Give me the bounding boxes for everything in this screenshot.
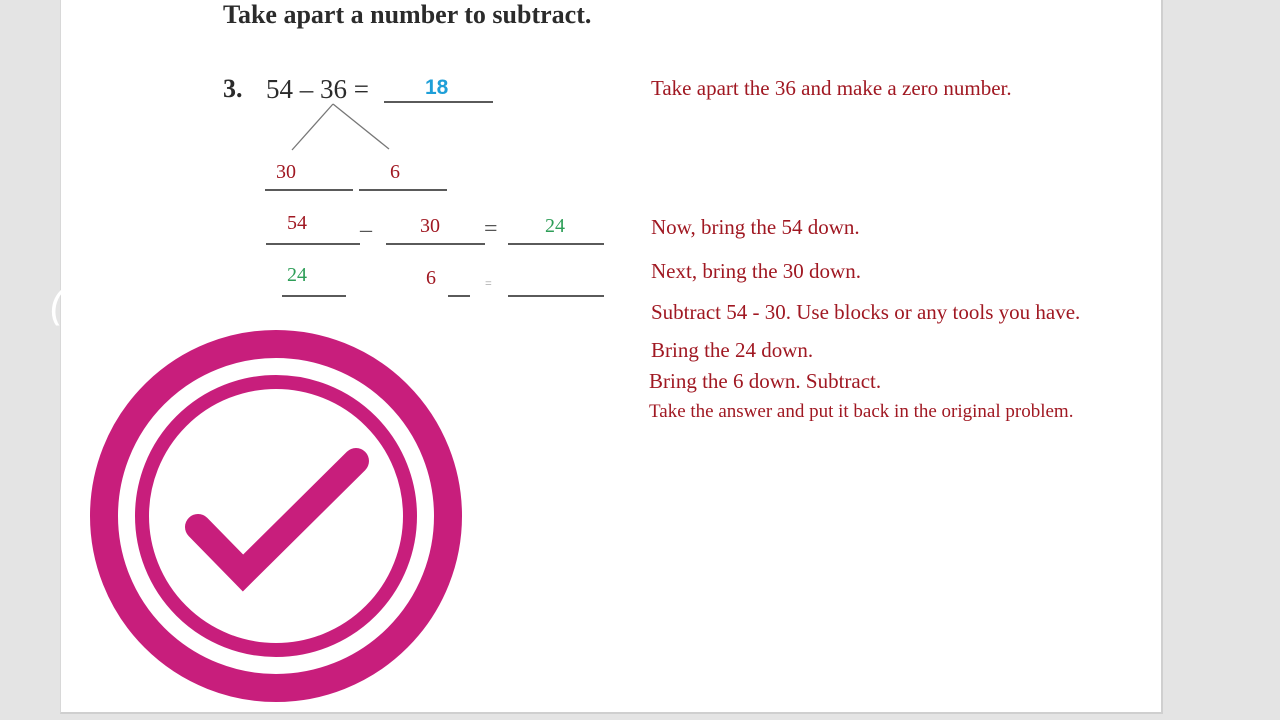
row2-minuend: 24 [287,264,307,286]
worksheet-title: Take apart a number to subtract. [223,0,592,29]
answer-line [384,101,493,103]
row1-minuend: 54 [287,212,307,234]
row2-result-line [508,295,604,297]
row1-minus: – [360,217,372,243]
instruction-4: Subtract 54 - 30. Use blocks or any tool… [651,300,1081,324]
check-circle-icon [90,330,462,702]
decompose-left-line [265,189,353,191]
problem-number: 3. [223,74,243,103]
decompose-right-line [359,189,447,191]
row1-minuend-line [266,243,360,245]
row2-equals: = [485,276,492,290]
instruction-5: Bring the 24 down. [651,338,814,362]
decompose-branch-icon [291,103,390,151]
instruction-1: Take apart the 36 and make a zero number… [651,76,1012,100]
decompose-right: 6 [390,161,400,183]
instruction-6: Bring the 6 down. Subtract. [649,369,882,393]
row2-minuend-line [282,295,346,297]
instruction-3: Next, bring the 30 down. [651,259,861,283]
problem-answer: 18 [425,76,449,99]
row1-subtrahend: 30 [420,215,440,237]
row1-equals: = [484,216,498,242]
decompose-left: 30 [276,161,296,183]
row1-subtrahend-line [386,243,485,245]
row2-subtrahend: 6 [426,267,436,289]
partial-ghost-text: ( [50,282,64,326]
row2-subtrahend-line [448,295,470,297]
row1-result-line [508,243,604,245]
row1-result: 24 [545,215,565,237]
instruction-7: Take the answer and put it back in the o… [649,401,1074,422]
instruction-2: Now, bring the 54 down. [651,215,860,239]
problem-equation: 54 – 36 = [266,74,369,104]
